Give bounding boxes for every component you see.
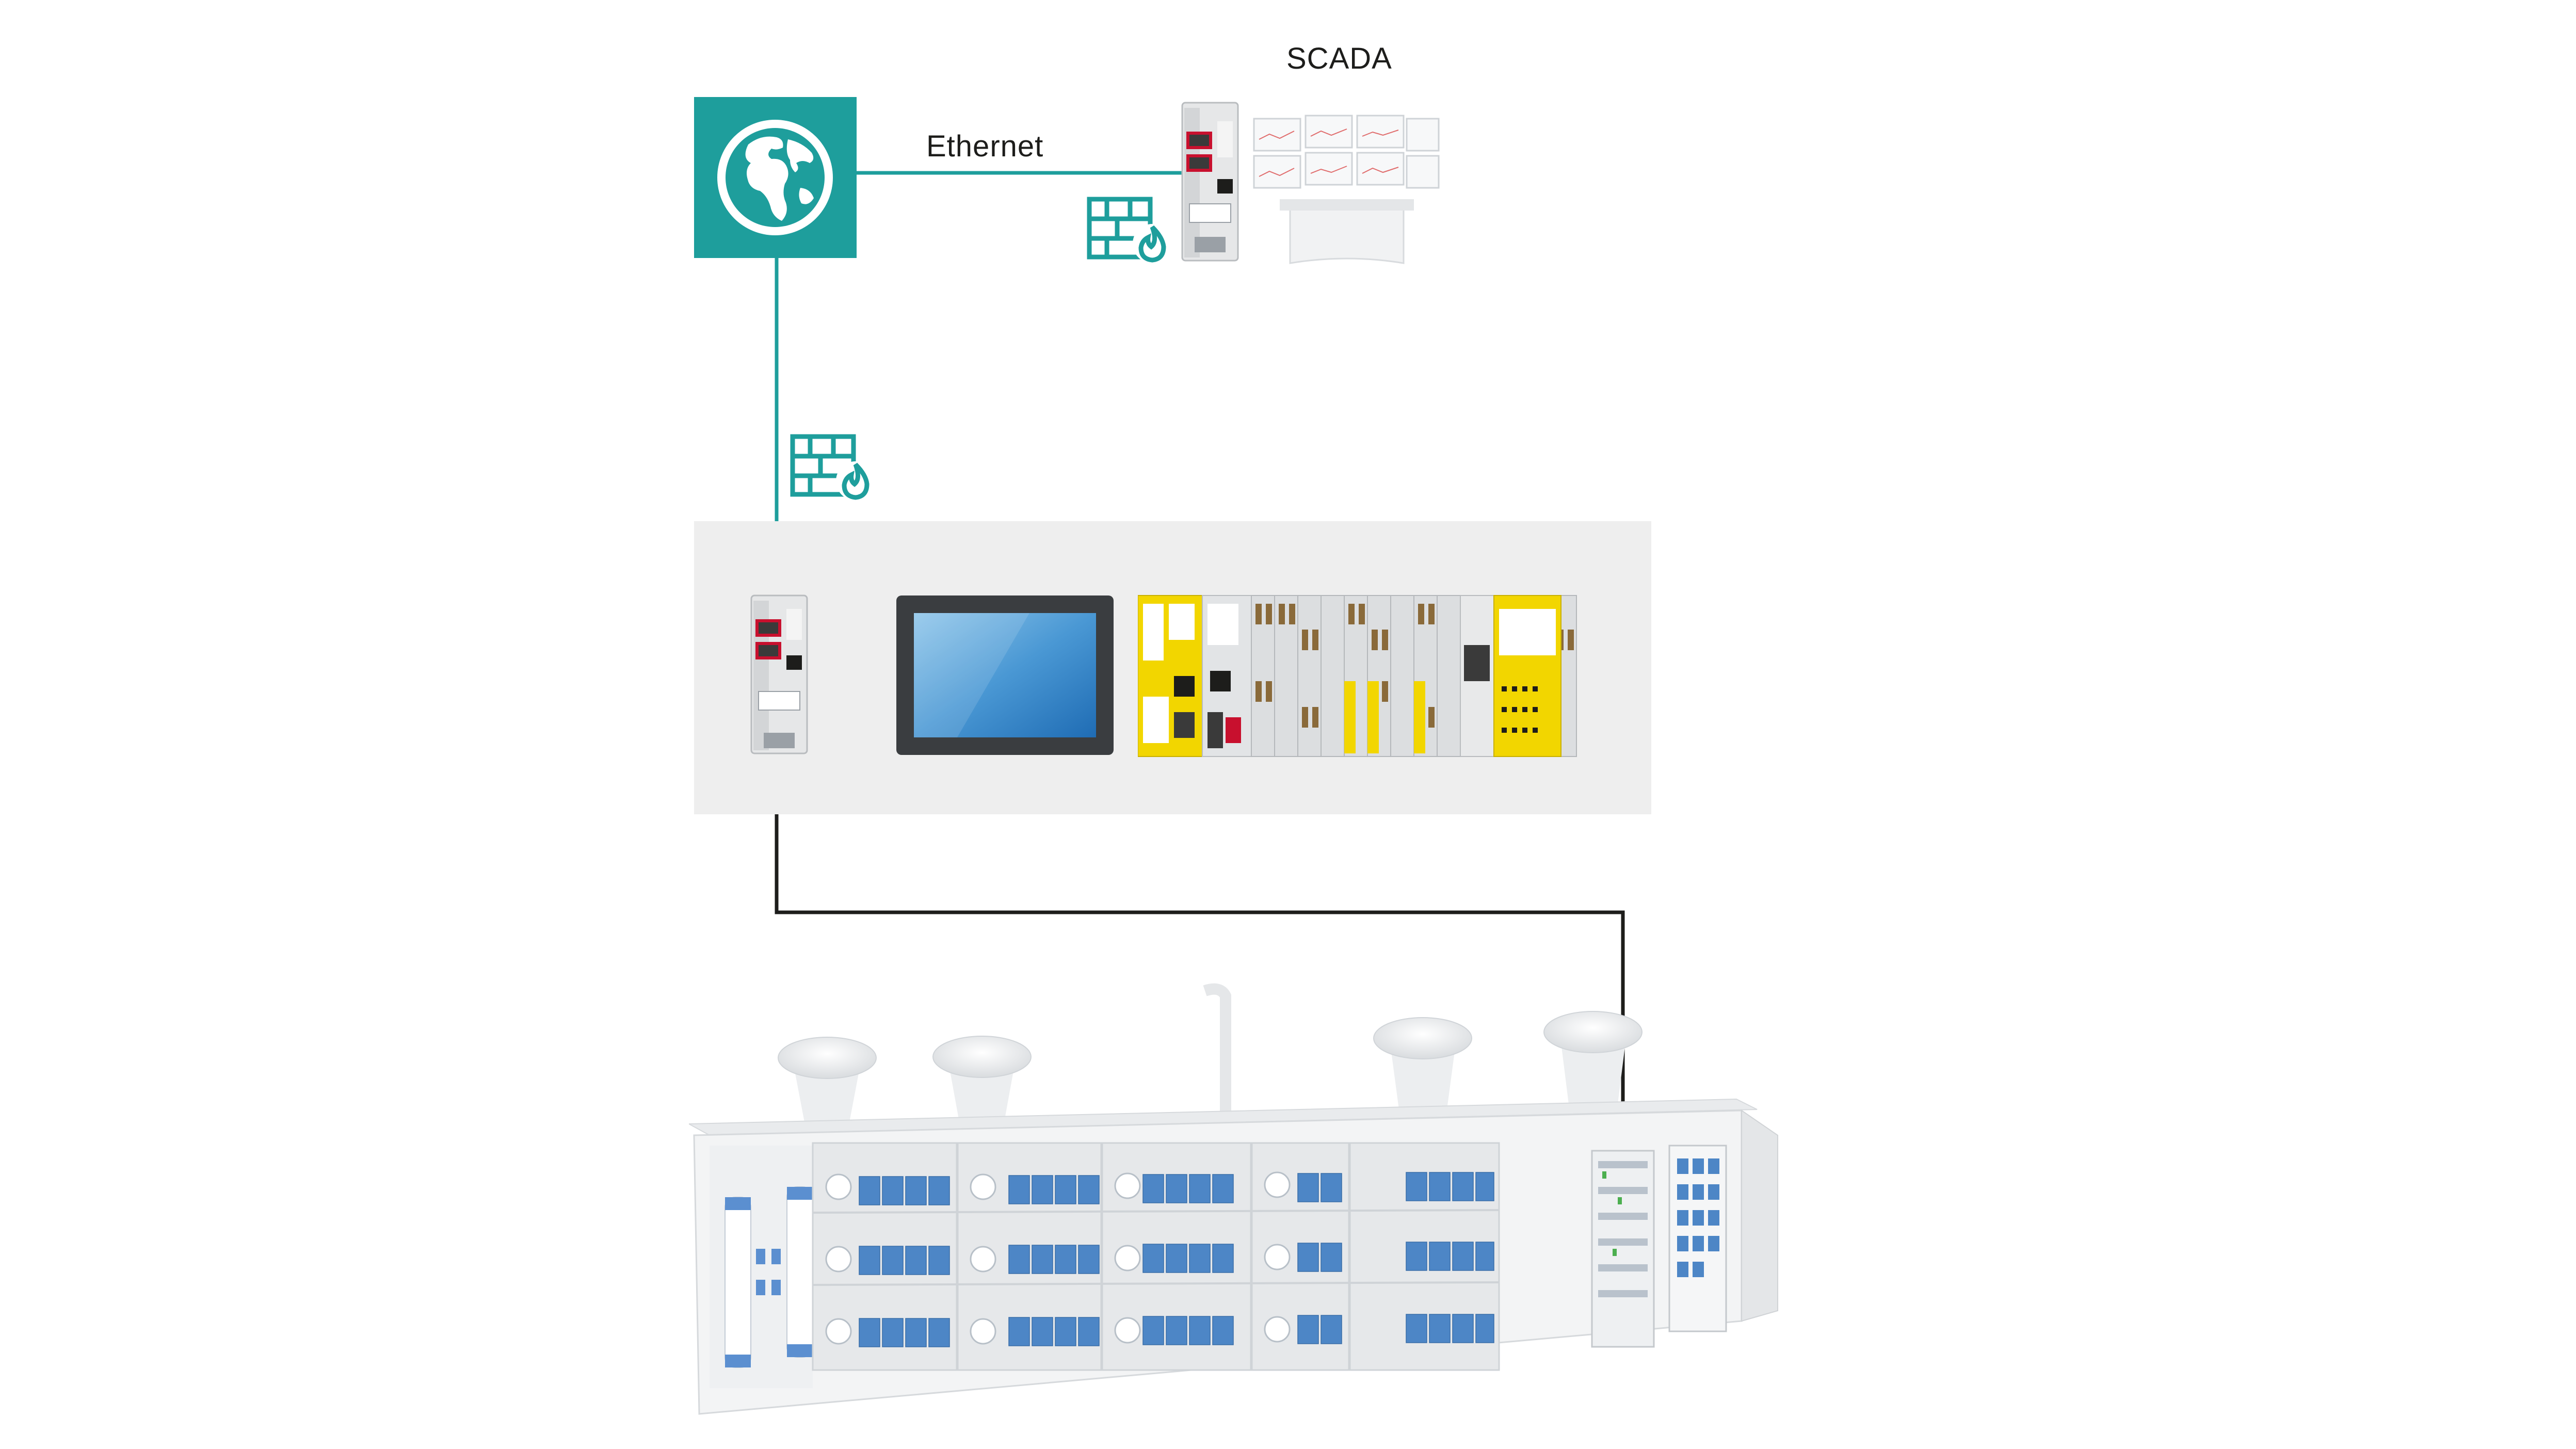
scada-label: SCADA bbox=[1286, 42, 1392, 75]
scada-control-room bbox=[1253, 115, 1440, 264]
scada-router-device bbox=[1181, 102, 1239, 262]
globe-icon bbox=[717, 120, 833, 235]
hmi-touch-panel bbox=[896, 595, 1114, 755]
cabinet-router-device bbox=[750, 594, 808, 754]
plc-io-module-rack bbox=[1138, 595, 1577, 757]
internet-tile bbox=[694, 97, 857, 258]
ethernet-label: Ethernet bbox=[926, 130, 1044, 163]
battery-storage-container bbox=[689, 983, 1778, 1415]
firewall-icon bbox=[1087, 197, 1172, 263]
firewall-icon bbox=[790, 434, 875, 501]
